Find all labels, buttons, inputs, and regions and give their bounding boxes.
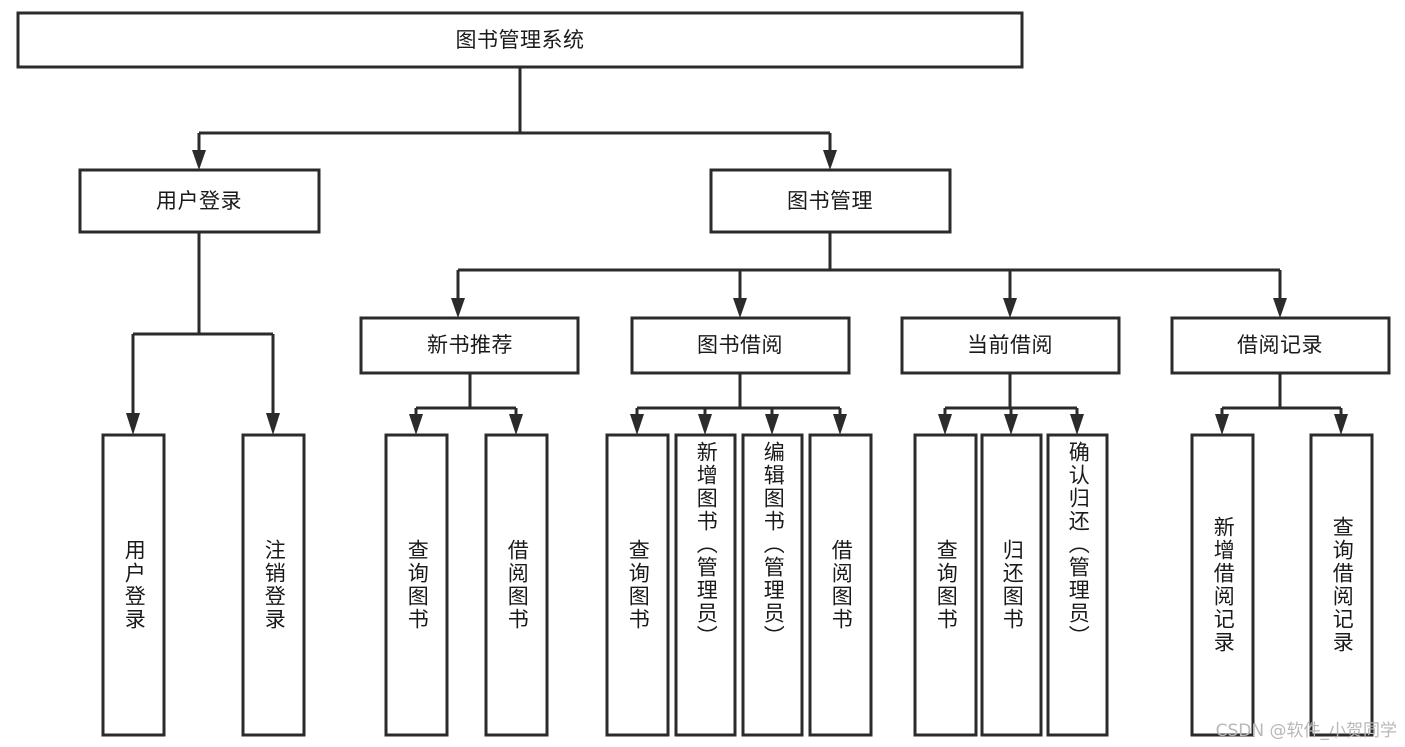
node-leaf-query-book-3[interactable] bbox=[913, 433, 978, 737]
arrowhead-leaf-query-book-2 bbox=[630, 414, 644, 435]
arrowhead-leaf-query-record bbox=[1334, 414, 1348, 435]
node-leaf-borrow-book-2[interactable] bbox=[808, 433, 873, 737]
node-layer: 图书管理系统 用户登录 图书管理 新书推荐 图书借阅 当前 bbox=[16, 11, 1391, 737]
node-leaf-query-record[interactable] bbox=[1309, 433, 1374, 737]
arrowhead-leaf-logout bbox=[266, 413, 280, 435]
arrowhead-book-borrow bbox=[733, 298, 747, 318]
csdn-watermark: CSDN @软件_小贺同学 bbox=[1215, 721, 1397, 741]
arrowhead-leaf-edit-book bbox=[765, 414, 779, 435]
node-current-borrow-label: 当前借阅 bbox=[967, 333, 1053, 357]
arrowhead-leaf-borrow-book-2 bbox=[833, 414, 847, 435]
arrowhead-book-management bbox=[823, 150, 837, 170]
node-user-login-label: 用户登录 bbox=[156, 189, 242, 213]
node-root[interactable]: 图书管理系统 bbox=[16, 11, 1024, 69]
node-user-login[interactable]: 用户登录 bbox=[78, 168, 321, 234]
node-leaf-edit-book[interactable] bbox=[741, 433, 804, 737]
node-leaf-query-book-1[interactable] bbox=[384, 433, 449, 737]
arrowhead-leaf-confirm-return bbox=[1070, 414, 1084, 435]
node-root-label: 图书管理系统 bbox=[456, 28, 585, 52]
node-new-book-recommend-label: 新书推荐 bbox=[427, 333, 513, 357]
arrowhead-leaf-user-login bbox=[126, 413, 140, 435]
arrowhead-leaf-query-book-3 bbox=[938, 414, 952, 435]
node-book-borrow[interactable]: 图书借阅 bbox=[630, 316, 851, 375]
node-leaf-confirm-return[interactable] bbox=[1046, 433, 1109, 737]
arrowhead-leaf-add-record bbox=[1215, 414, 1229, 435]
connector-layer bbox=[126, 67, 1348, 435]
node-leaf-user-login[interactable] bbox=[101, 433, 166, 737]
node-leaf-borrow-book-1[interactable] bbox=[484, 433, 549, 737]
node-borrow-record-label: 借阅记录 bbox=[1237, 333, 1323, 357]
node-leaf-return-book[interactable] bbox=[980, 433, 1043, 737]
arrowhead-new-book-recommend bbox=[451, 298, 465, 318]
node-current-borrow[interactable]: 当前借阅 bbox=[900, 316, 1121, 375]
node-new-book-recommend[interactable]: 新书推荐 bbox=[359, 316, 580, 375]
arrowhead-leaf-add-book bbox=[698, 414, 712, 435]
arrowhead-current-borrow bbox=[1003, 298, 1017, 318]
arrowhead-leaf-query-book-1 bbox=[409, 414, 423, 435]
arrowhead-leaf-borrow-book-1 bbox=[509, 414, 523, 435]
arrowhead-leaf-return-book bbox=[1004, 414, 1018, 435]
node-borrow-record[interactable]: 借阅记录 bbox=[1170, 316, 1391, 375]
arrowhead-user-login bbox=[192, 150, 206, 170]
node-leaf-add-record[interactable] bbox=[1190, 433, 1255, 737]
node-book-borrow-label: 图书借阅 bbox=[697, 333, 783, 357]
node-leaf-logout[interactable] bbox=[241, 433, 306, 737]
node-leaf-query-book-2[interactable] bbox=[605, 433, 670, 737]
arrowhead-borrow-record bbox=[1273, 298, 1287, 318]
node-book-management[interactable]: 图书管理 bbox=[709, 168, 952, 234]
node-book-management-label: 图书管理 bbox=[787, 189, 873, 213]
node-leaf-add-book[interactable] bbox=[674, 433, 737, 737]
